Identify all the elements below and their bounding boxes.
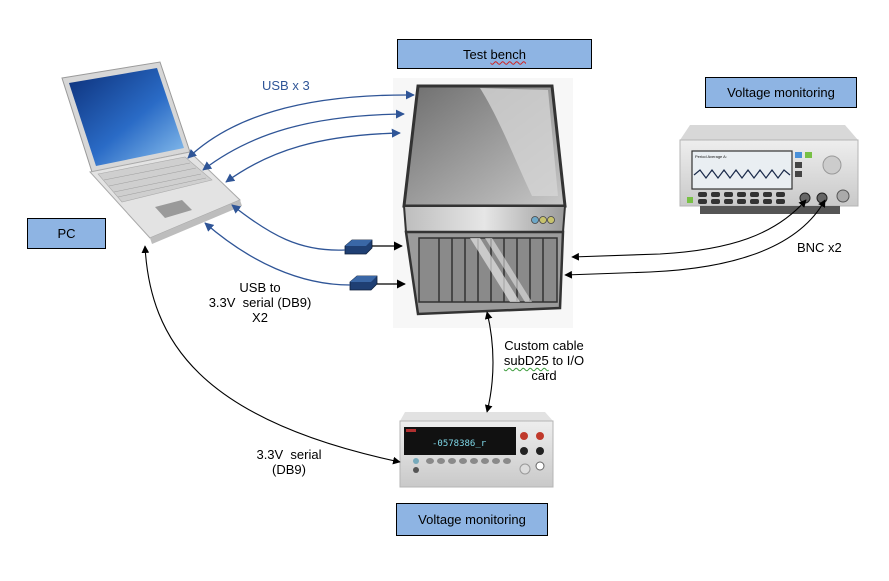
usb-x3-label: USB x 3: [262, 78, 310, 93]
usb-serial-label: USB to 3.3V serial (DB9) X2: [190, 280, 330, 325]
test-bench-label: Test bench: [397, 39, 592, 69]
pc-label: PC: [27, 218, 106, 249]
serial-label-line1: 3.3V serial: [256, 447, 322, 462]
serial-label-line2: (DB9): [272, 462, 306, 477]
voltage-monitoring-bottom-label: Voltage monitoring: [396, 503, 548, 536]
multimeter-display: -0578386_r: [432, 439, 487, 449]
test-bench-server-icon: [393, 78, 573, 328]
usb-serial-link-2: [204, 222, 351, 286]
serial-link: [141, 245, 401, 465]
custom-cable-label: Custom cable subD25 to I/O card: [494, 338, 594, 383]
voltage-monitoring-top-label: Voltage monitoring: [705, 77, 857, 108]
counter-display-text: Period Average A:: [695, 154, 727, 159]
multimeter-icon: -0578386_r: [399, 412, 554, 488]
usb-link-3: [225, 128, 401, 183]
custom-cable-label-line1: Custom cable: [504, 338, 584, 353]
custom-cable-label-flagged: subD25: [503, 353, 549, 368]
laptop-icon: [61, 61, 242, 244]
custom-cable-label-rest: to I/O: [548, 353, 585, 368]
usb-serial-adapter-icon: [344, 239, 373, 255]
usb-serial-adapter-icon: [349, 275, 378, 291]
usb-serial-label-line1: USB to: [239, 280, 281, 295]
custom-cable-label-line2: subD25 to I/O: [494, 353, 594, 368]
usb-link-2: [202, 109, 405, 171]
custom-cable-link: [484, 311, 494, 413]
usb-serial-label-line3: X2: [252, 310, 268, 325]
usb-serial-link-1: [231, 204, 346, 251]
test-bench-label-prefix: Test: [463, 46, 491, 62]
serial-label: 3.3V serial (DB9): [244, 447, 334, 477]
custom-cable-label-line3: card: [531, 368, 557, 383]
bnc-link-2: [564, 199, 826, 279]
usb-link-1: [187, 90, 415, 159]
counter-analyzer-icon: Period Average A:: [679, 125, 859, 214]
usb-serial-label-line2: 3.3V serial (DB9): [208, 295, 312, 310]
test-bench-label-flagged: bench: [490, 46, 526, 62]
bnc-x2-label: BNC x2: [797, 240, 842, 255]
